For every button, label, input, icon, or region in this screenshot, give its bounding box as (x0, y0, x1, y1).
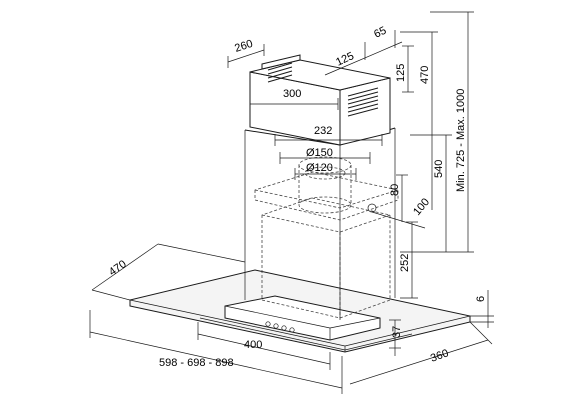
outlet-duct (298, 156, 377, 214)
vent-grille-side (347, 87, 379, 117)
label-400: 400 (244, 339, 262, 351)
label-232: 232 (314, 125, 332, 137)
upper-chimney (249, 54, 391, 146)
label-80: 80 (389, 184, 401, 196)
label-252: 252 (399, 254, 411, 272)
label-470-depth: 470 (107, 258, 129, 278)
vent-grille-front (267, 62, 293, 83)
label-6: 6 (475, 296, 487, 302)
label-diameter-150: Ø150 (306, 147, 333, 159)
label-37: 37 (391, 326, 403, 338)
control-button-icon (273, 323, 279, 329)
control-panel (224, 295, 381, 341)
dimension-lines (89, 11, 494, 394)
label-360: 360 (429, 347, 450, 365)
label-min-max-height: Min. 725 - Max. 1000 (455, 89, 467, 192)
label-300: 300 (283, 88, 301, 100)
label-540: 540 (433, 160, 445, 178)
label-width-range: 598 - 698 - 898 (159, 357, 234, 369)
label-125-vertical: 125 (395, 64, 407, 82)
label-125-horizontal: 125 (334, 50, 356, 69)
label-100: 100 (411, 196, 432, 218)
label-260: 260 (233, 38, 254, 55)
control-button-icon (265, 321, 271, 327)
control-button-icon (289, 327, 295, 333)
label-diameter-120: Ø120 (306, 162, 333, 174)
label-470-vertical: 470 (419, 66, 431, 84)
label-65: 65 (372, 25, 388, 41)
control-button-icon (281, 325, 287, 331)
